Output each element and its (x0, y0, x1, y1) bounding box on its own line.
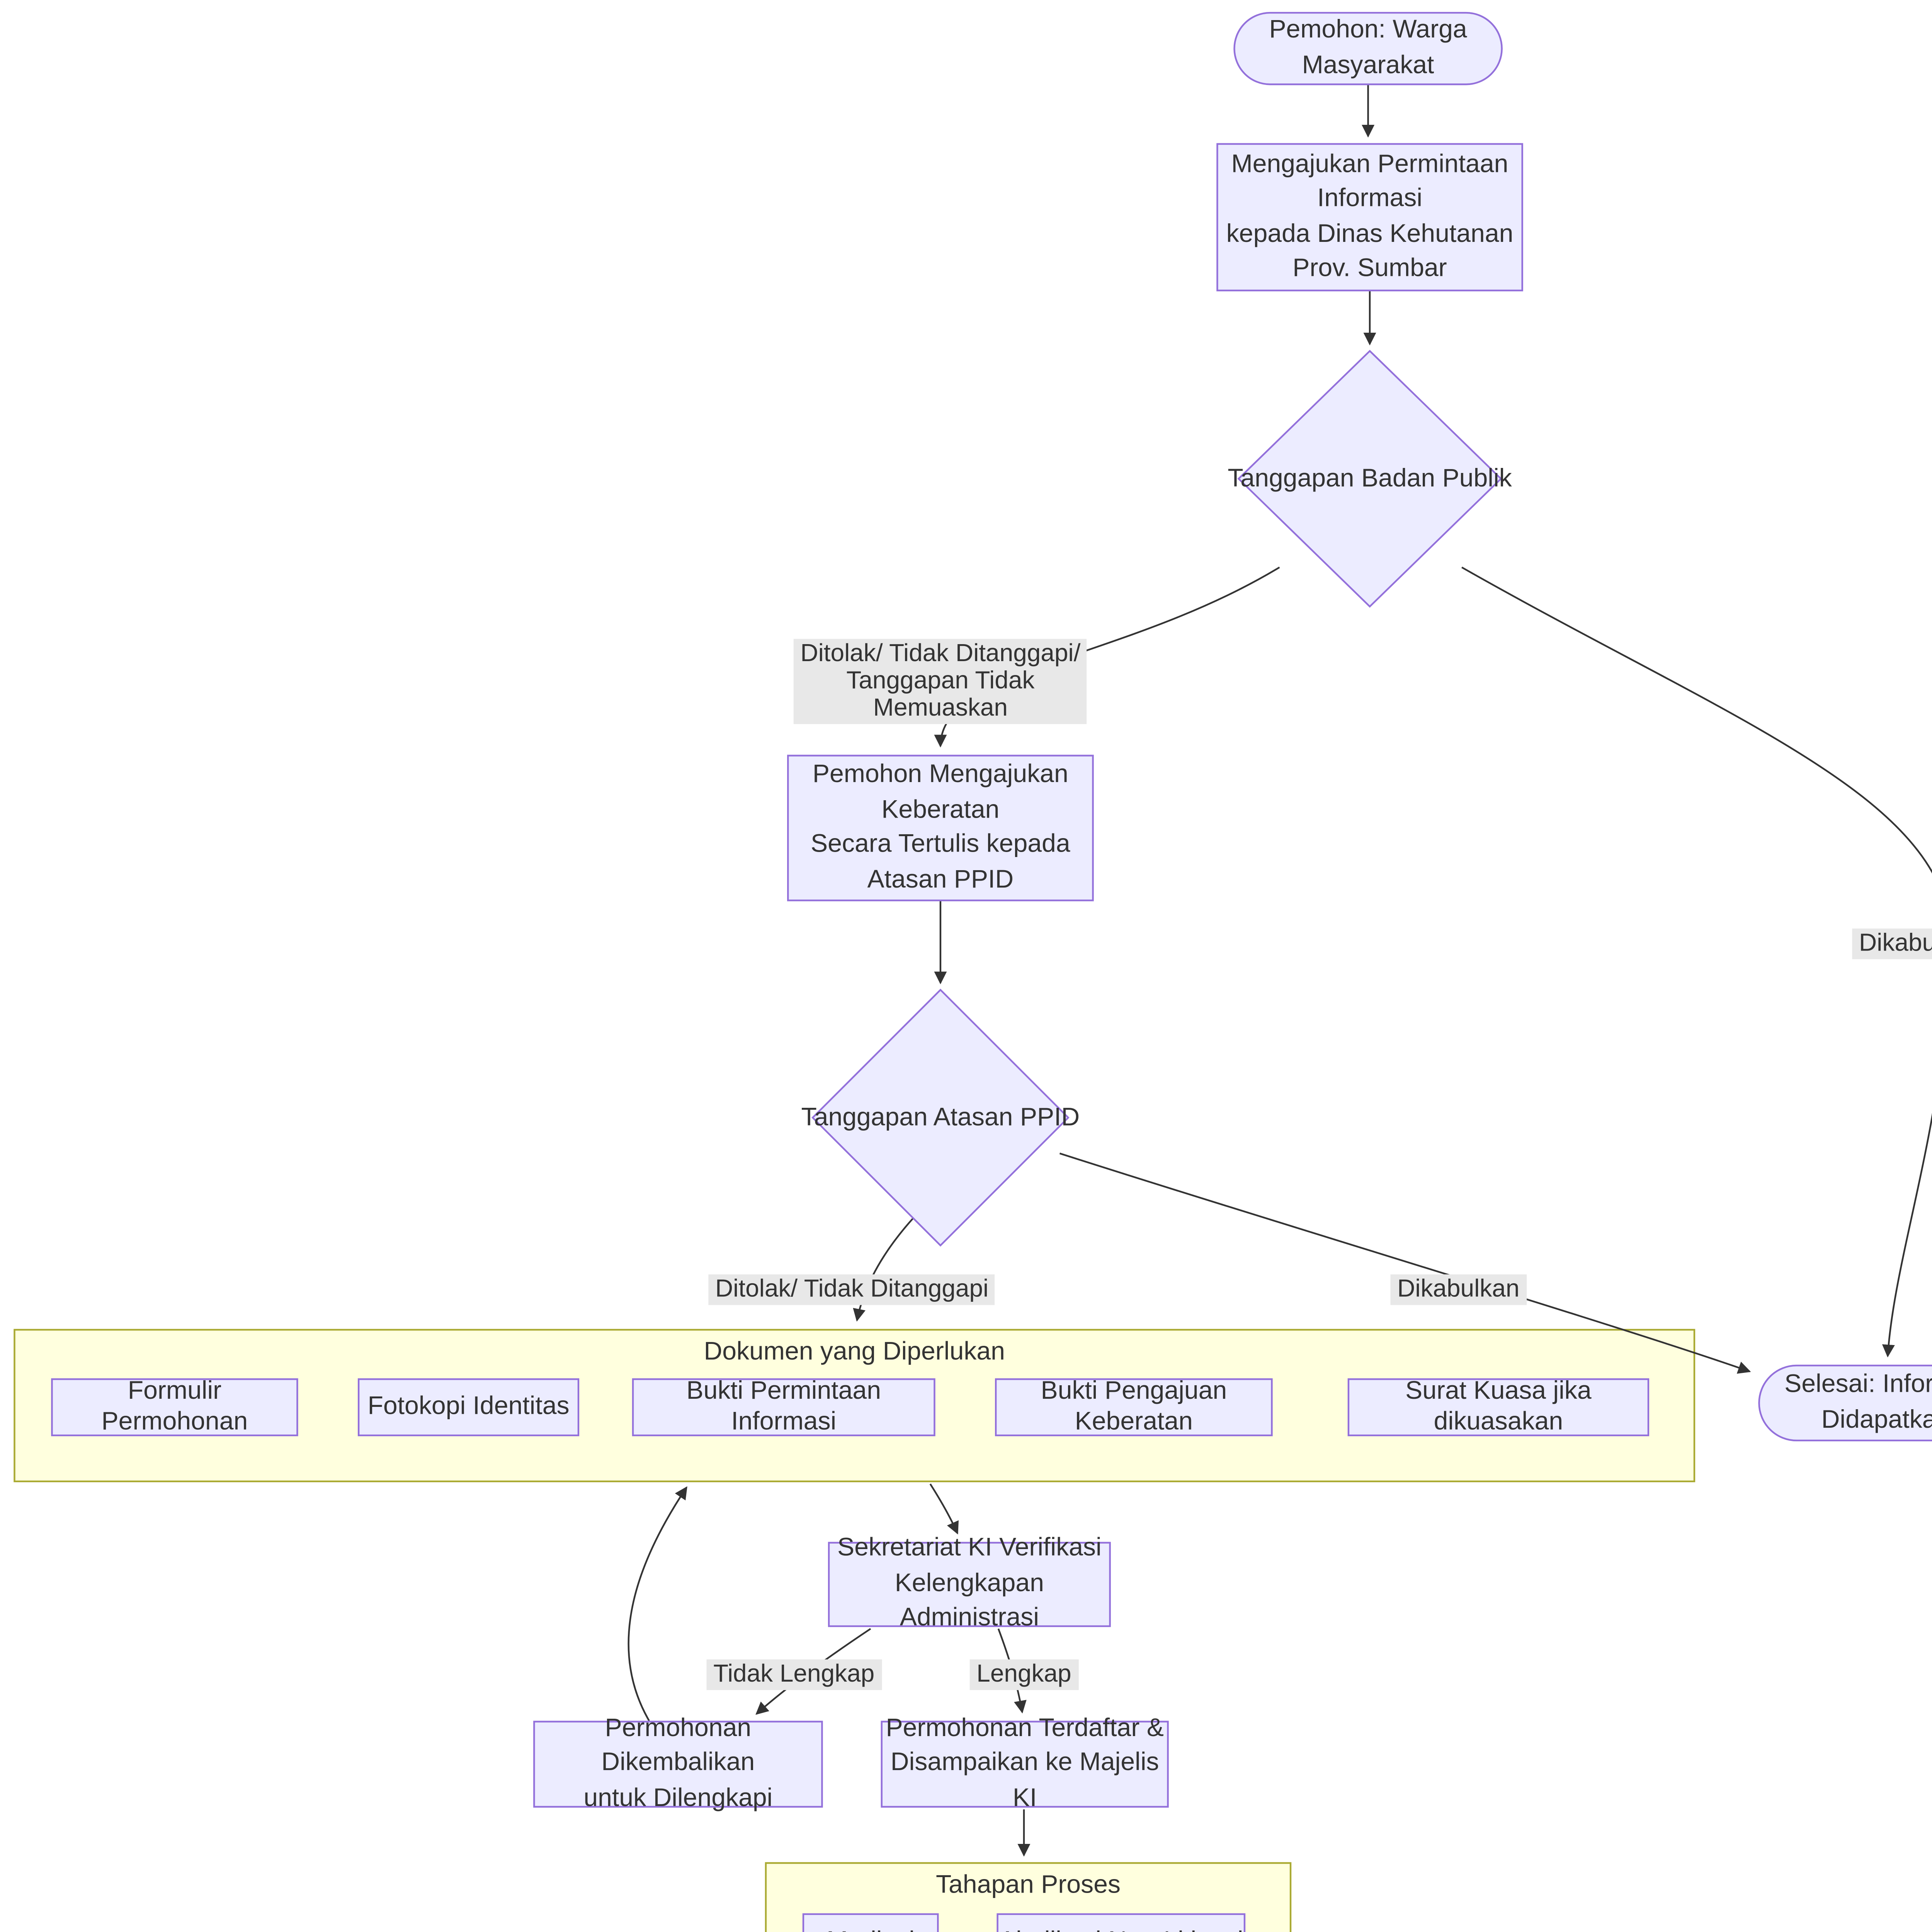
node-ajudikasi-non-litigasi: Ajudikasi Non-Litigasi (997, 1913, 1246, 1932)
node-mengajukan-permintaan: Mengajukan Permintaan Informasi kepada D… (1216, 143, 1523, 291)
node-surat-kuasa: Surat Kuasa jika dikuasakan (1347, 1377, 1650, 1436)
node-bukti-permintaan-informasi: Bukti Permintaan Informasi (632, 1377, 935, 1436)
subgraph-dokumen-title: Dokumen yang Diperlukan (704, 1337, 1005, 1367)
node-mediasi: Mediasi (802, 1913, 939, 1932)
diamond-label-tanggapan-badan-publik: Tanggapan Badan Publik (1228, 464, 1512, 493)
diamond-label-tanggapan-atasan-ppid: Tanggapan Atasan PPID (801, 1103, 1080, 1132)
edge-label-tidak-lengkap: Tidak Lengkap (706, 1659, 881, 1690)
edge-label-ditolak-tidak-ditanggapi: Ditolak/ Tidak Ditanggapi (708, 1274, 995, 1305)
node-selesai-informasi: Selesai: Informasi Didapatkan (1758, 1364, 1932, 1442)
subgraph-tahapan-title: Tahapan Proses (935, 1871, 1121, 1900)
node-permohonan-dikembalikan: Permohonan Dikembalikan untuk Dilengkapi (533, 1714, 823, 1812)
node-pemohon-keberatan: Pemohon Mengajukan Keberatan Secara Tert… (787, 755, 1094, 901)
node-formulir-permohonan: Formulir Permohonan (51, 1377, 298, 1436)
diamond-tanggapan-badan-publik (1237, 350, 1502, 608)
diamond-tanggapan-atasan-ppid (811, 988, 1070, 1247)
node-fotokopi-identitas: Fotokopi Identitas (357, 1378, 580, 1436)
edge-label-dikabulkan-1: Dikabulkan (1852, 929, 1932, 959)
edge-tanggapan-atasan-selesai-informasi (1059, 1152, 1751, 1374)
node-bukti-pengajuan-keberatan: Bukti Pengajuan Keberatan (995, 1377, 1273, 1436)
edge-dokumen-sekretariat (929, 1483, 959, 1535)
node-sekretariat-verifikasi: Sekretariat KI Verifikasi Kelengkapan Ad… (828, 1534, 1111, 1633)
edge-tanggapan-selesai-informasi (1461, 566, 1932, 1358)
node-pemohon: Pemohon: Warga Masyarakat (1233, 12, 1503, 85)
edge-label-lengkap: Lengkap (969, 1659, 1078, 1690)
edge-label-dikabulkan-2: Dikabulkan (1390, 1274, 1527, 1305)
edge-dikembalikan-dokumen (628, 1486, 687, 1721)
node-permohonan-terdaftar: Permohonan Terdaftar & Disampaikan ke Ma… (881, 1714, 1169, 1812)
edge-label-ditolak-tidak-ditanggapi-memuaskan: Ditolak/ Tidak Ditanggapi/ Tanggapan Tid… (793, 639, 1087, 724)
edge-tanggapan-atasan-dokumen (853, 1218, 914, 1322)
